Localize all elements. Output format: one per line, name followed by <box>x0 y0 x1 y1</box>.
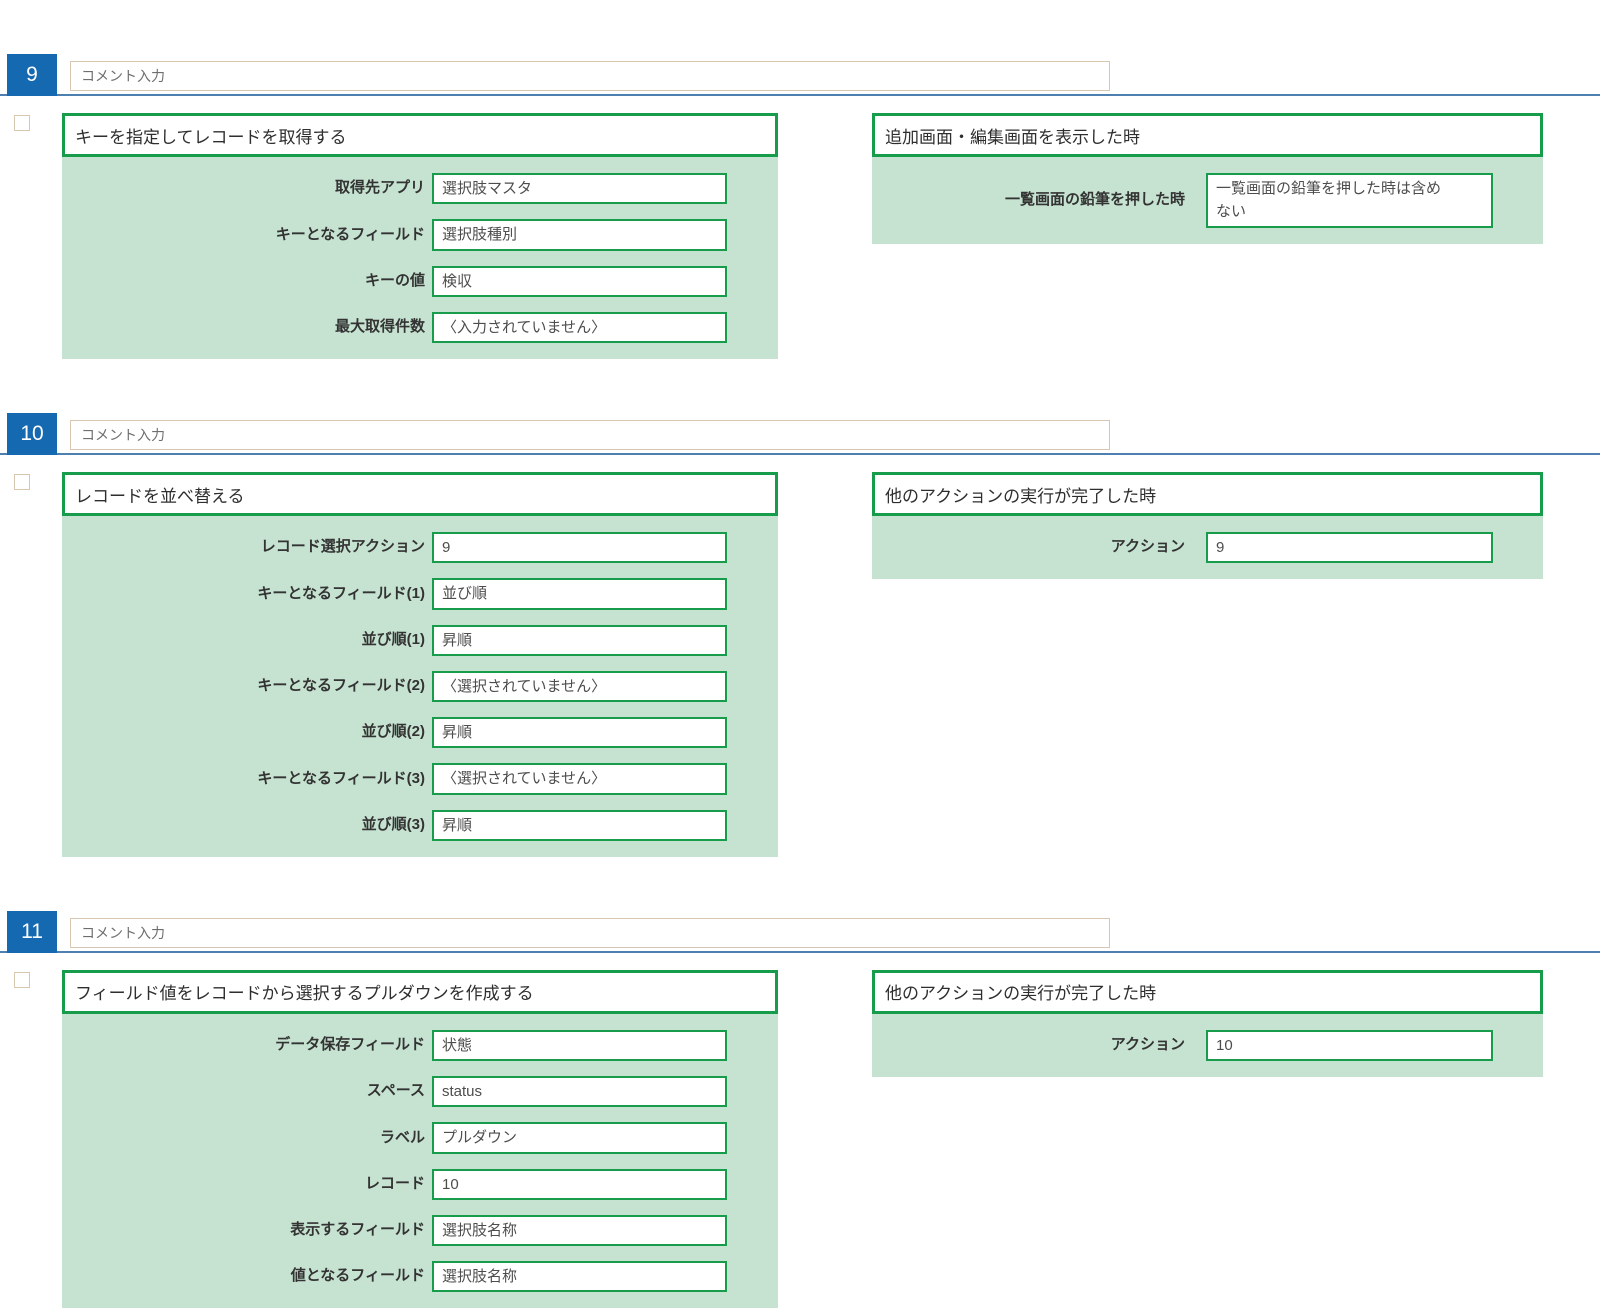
field-label: 並び順(1) <box>361 630 425 648</box>
field-value-box[interactable]: 昇順 <box>432 624 727 656</box>
field-label: 最大取得件数 <box>334 318 425 335</box>
section-header: 9 <box>0 54 1600 96</box>
trigger-title: 他のアクションの実行が完了した時 <box>872 969 1543 1014</box>
field-row: 並び順(3) 昇順 <box>62 809 778 841</box>
field-row: アクション 9 <box>872 532 1543 564</box>
field-row: 並び順(2) 昇順 <box>62 717 778 749</box>
field-label: 一覧画面の鉛筆を押した時 <box>1004 190 1185 208</box>
action-fields: 取得先アプリ 選択肢マスタ キーとなるフィールド 選択肢種別 キーの値 <box>62 157 778 359</box>
trigger-fields: アクション 10 <box>872 1013 1543 1077</box>
trigger-fields: 一覧画面の鉛筆を押した時 一覧画面の鉛筆を押した時は含め ない <box>872 157 1543 244</box>
action-title: フィールド値をレコードから選択するプルダウンを作成する <box>62 969 778 1014</box>
trigger-fields: アクション 9 <box>872 516 1543 580</box>
action-panel: キーを指定してレコードを取得する 取得先アプリ 選択肢マスタ キーとなるフィール… <box>62 113 778 359</box>
field-value-box[interactable]: status <box>432 1076 727 1108</box>
field-label: キーの値 <box>364 271 425 289</box>
field-label: ラベル <box>379 1128 425 1146</box>
field-row: スペース status <box>62 1076 778 1108</box>
action-fields: レコード選択アクション 9 キーとなるフィールド(1) 並び順 並び順(1) <box>62 516 778 857</box>
field-row: 取得先アプリ 選択肢マスタ <box>62 173 778 205</box>
field-value-box[interactable]: 昇順 <box>432 809 727 841</box>
field-value-box[interactable]: 昇順 <box>432 717 727 749</box>
action-list: 9 キーを指定してレコードを取得する 取得先アプリ 選択肢マスタ <box>0 54 1600 1308</box>
field-label: 値となるフィールド <box>290 1267 425 1285</box>
field-label: レコード <box>364 1174 425 1192</box>
field-row: 表示するフィールド 選択肢名称 <box>62 1214 778 1246</box>
field-row: 一覧画面の鉛筆を押した時 一覧画面の鉛筆を押した時は含め ない <box>872 173 1543 228</box>
field-row: キーとなるフィールド(1) 並び順 <box>62 578 778 610</box>
field-value-box[interactable]: 選択肢マスタ <box>432 173 727 205</box>
field-label: キーとなるフィールド(1) <box>257 584 425 602</box>
action-title: レコードを並べ替える <box>62 472 778 516</box>
comment-input[interactable] <box>70 917 1110 948</box>
field-row: キーとなるフィールド(3) 〈選択されていません〉 <box>62 763 778 795</box>
field-label: キーとなるフィールド(3) <box>257 769 425 787</box>
field-row: キーとなるフィールド(2) 〈選択されていません〉 <box>62 670 778 702</box>
field-row: レコード選択アクション 9 <box>62 532 778 564</box>
field-row: キーの値 検収 <box>62 265 778 297</box>
field-value-box[interactable]: 検収 <box>432 265 727 297</box>
action-panel: フィールド値をレコードから選択するプルダウンを作成する データ保存フィールド 状… <box>62 969 778 1308</box>
field-value-box[interactable]: 10 <box>1206 1029 1493 1061</box>
field-value-box[interactable]: 〈入力されていません〉 <box>432 311 727 343</box>
field-value-box[interactable]: 〈選択されていません〉 <box>432 763 727 795</box>
trigger-panel: 他のアクションの実行が完了した時 アクション 9 <box>872 472 1543 580</box>
section-content: キーを指定してレコードを取得する 取得先アプリ 選択肢マスタ キーとなるフィール… <box>0 113 1600 359</box>
field-row: 並び順(1) 昇順 <box>62 624 778 656</box>
field-label: 表示するフィールド <box>290 1221 425 1238</box>
field-row: 値となるフィールド 選択肢名称 <box>62 1261 778 1293</box>
action-section: 11 フィールド値をレコードから選択するプルダウンを作成する データ保存フィール… <box>0 910 1600 1308</box>
action-section: 9 キーを指定してレコードを取得する 取得先アプリ 選択肢マスタ <box>0 54 1600 359</box>
select-checkbox[interactable] <box>14 474 30 490</box>
field-value-box[interactable]: 並び順 <box>432 578 727 610</box>
field-label: キーとなるフィールド(2) <box>257 677 425 694</box>
field-label: レコード選択アクション <box>260 538 425 556</box>
field-label: スペース <box>366 1082 425 1100</box>
field-row: アクション 10 <box>872 1029 1543 1061</box>
field-value-box[interactable]: 選択肢種別 <box>432 219 727 251</box>
field-label: アクション <box>1110 1036 1185 1053</box>
field-value-box[interactable]: 10 <box>432 1168 727 1200</box>
action-number-badge: 9 <box>7 54 57 96</box>
field-value-box[interactable]: 選択肢名称 <box>432 1261 727 1293</box>
field-value-box[interactable]: 9 <box>1206 532 1493 564</box>
section-content: レコードを並べ替える レコード選択アクション 9 キーとなるフィールド(1) 並… <box>0 472 1600 857</box>
field-label: 並び順(2) <box>361 723 425 741</box>
section-header: 11 <box>0 910 1600 953</box>
field-label: アクション <box>1110 538 1185 556</box>
field-value-box[interactable]: 一覧画面の鉛筆を押した時は含め ない <box>1206 173 1493 228</box>
field-value-box[interactable]: 選択肢名称 <box>432 1214 727 1246</box>
action-section: 10 レコードを並べ替える レコード選択アクション 9 <box>0 413 1600 857</box>
field-row: ラベル プルダウン <box>62 1122 778 1154</box>
field-row: レコード 10 <box>62 1168 778 1200</box>
field-label: 並び順(3) <box>361 815 425 833</box>
trigger-title: 他のアクションの実行が完了した時 <box>872 472 1543 516</box>
section-content: フィールド値をレコードから選択するプルダウンを作成する データ保存フィールド 状… <box>0 969 1600 1308</box>
trigger-title: 追加画面・編集画面を表示した時 <box>872 113 1543 157</box>
field-value-box[interactable]: 状態 <box>432 1029 727 1061</box>
field-value-box[interactable]: プルダウン <box>432 1122 727 1154</box>
field-row: キーとなるフィールド 選択肢種別 <box>62 219 778 251</box>
field-row: データ保存フィールド 状態 <box>62 1029 778 1061</box>
comment-input[interactable] <box>70 420 1110 450</box>
action-number-badge: 11 <box>7 910 57 953</box>
action-number-badge: 10 <box>7 413 57 455</box>
field-value-box[interactable]: 9 <box>432 532 727 564</box>
field-label: データ保存フィールド <box>275 1036 425 1053</box>
action-panel: レコードを並べ替える レコード選択アクション 9 キーとなるフィールド(1) 並… <box>62 472 778 857</box>
field-row: 最大取得件数 〈入力されていません〉 <box>62 311 778 343</box>
trigger-panel: 他のアクションの実行が完了した時 アクション 10 <box>872 969 1543 1077</box>
section-header: 10 <box>0 413 1600 455</box>
field-label: キーとなるフィールド <box>275 225 425 243</box>
select-checkbox[interactable] <box>14 115 30 131</box>
comment-input[interactable] <box>70 61 1110 91</box>
select-checkbox[interactable] <box>14 971 30 988</box>
field-value-box[interactable]: 〈選択されていません〉 <box>432 670 727 702</box>
action-title: キーを指定してレコードを取得する <box>62 113 778 157</box>
trigger-panel: 追加画面・編集画面を表示した時 一覧画面の鉛筆を押した時 一覧画面の鉛筆を押した… <box>872 113 1543 244</box>
action-fields: データ保存フィールド 状態 スペース status ラベル プルダウ <box>62 1013 778 1308</box>
field-label: 取得先アプリ <box>334 179 425 197</box>
